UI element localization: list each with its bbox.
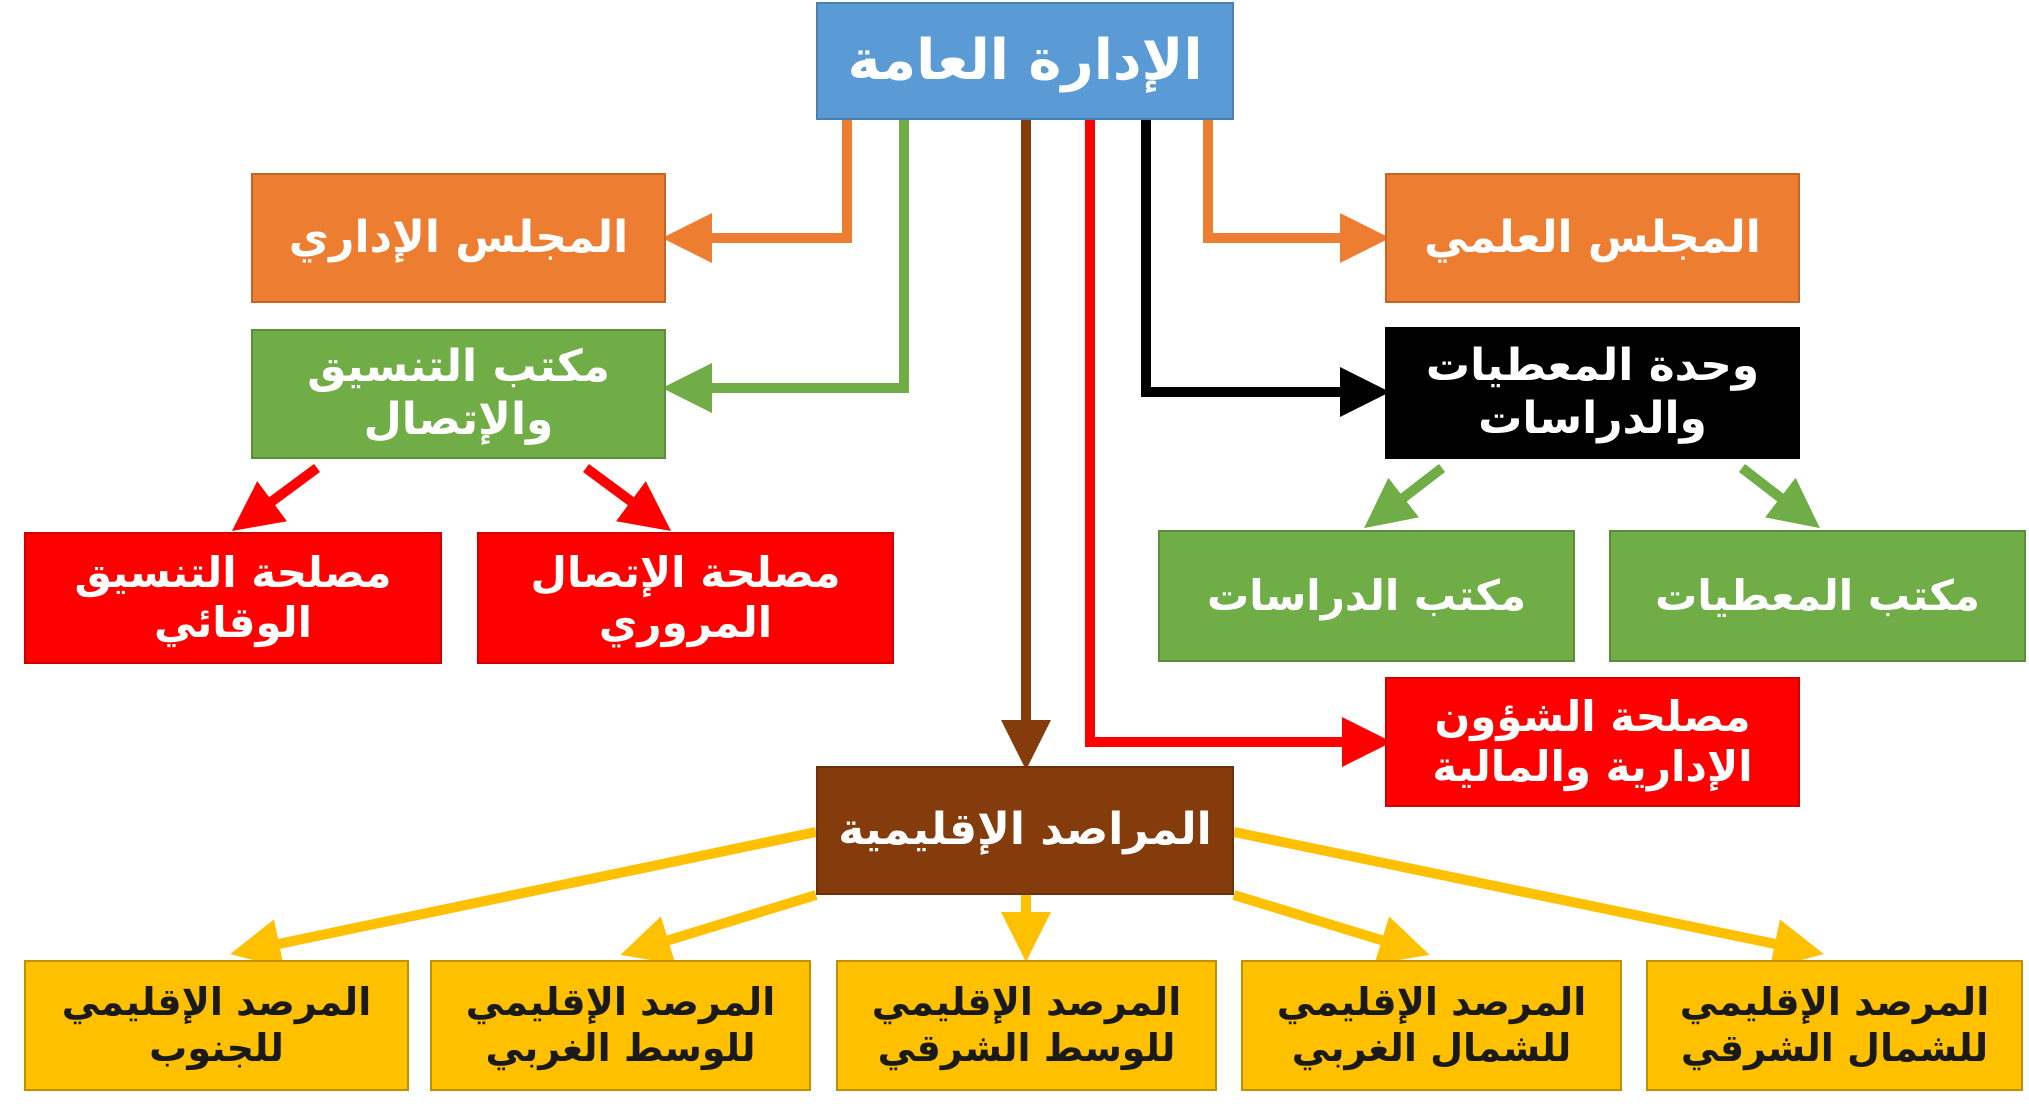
node-label-line: مكتب المعطيات (1655, 570, 1980, 620)
arrow-to-obs-center-west (620, 890, 818, 965)
arrow-to-admin-finance (1085, 120, 1392, 767)
arrow-to-obs-south (230, 827, 818, 969)
node-label-line: مصلحة التنسيق (74, 547, 392, 597)
arrow-to-studies-office (1364, 464, 1446, 529)
node-label-line: المرصد الإقليمي (465, 979, 776, 1024)
node-label-line: المروري (598, 598, 773, 647)
node-label-line: للوسط الغربي (485, 1025, 756, 1070)
node-label-line: مكتب التنسيق (307, 341, 610, 393)
node-label-line: الوقائي (153, 598, 313, 647)
arrow-to-traffic-communication (583, 463, 672, 531)
arrow-to-admin-council (662, 120, 852, 263)
node-label-line: الإدارة العامة (847, 28, 1203, 94)
node-regional-observatories: المراصد الإقليمية (816, 766, 1234, 895)
node-label-line: للشمال الشرقي (1680, 1025, 1989, 1070)
node-label-line: المرصد الإقليمي (871, 979, 1182, 1024)
node-label-line: المرصد الإقليمي (1276, 979, 1587, 1024)
arrow-to-scientific-council (1203, 120, 1390, 263)
node-label-line: للجنوب (149, 1025, 284, 1070)
arrow-to-obs-north-east (1232, 827, 1824, 969)
arrow-to-data-studies-unit (1141, 120, 1390, 417)
node-label-line: المجلس العلمي (1424, 211, 1761, 263)
node-label-line: والإتصال (363, 394, 554, 445)
node-label-line: المرصد الإقليمي (61, 979, 372, 1024)
node-label-line: والدراسات (1478, 393, 1707, 444)
arrow-to-data-office (1738, 464, 1820, 529)
node-label-line: الإدارية والمالية (1432, 742, 1753, 791)
node-label-line: المراصد الإقليمية (838, 804, 1212, 856)
node-label-line: المجلس الإداري (288, 211, 629, 263)
node-scientific-council: المجلس العلمي (1385, 173, 1800, 303)
arrow-to-preventive-coordination (231, 463, 320, 531)
node-studies-office: مكتب الدراسات (1158, 530, 1575, 662)
node-label-line: مصلحة الإتصال (530, 547, 841, 597)
arrow-to-obs-north-west (1232, 890, 1430, 965)
node-label-line: للوسط الشرقي (877, 1025, 1176, 1070)
node-label-line: المرصد الإقليمي (1679, 979, 1990, 1024)
node-label-line: مكتب الدراسات (1207, 570, 1526, 620)
node-label-line: وحدة المعطيات (1425, 340, 1760, 392)
node-label-line: مصلحة الشؤون (1434, 691, 1751, 741)
node-admin-council: المجلس الإداري (251, 173, 666, 303)
node-label-line: للشمال الغربي (1291, 1025, 1572, 1070)
arrow-to-coordination-office (662, 120, 909, 413)
node-data-office: مكتب المعطيات (1609, 530, 2026, 662)
node-general-directorate: الإدارة العامة (816, 2, 1234, 120)
